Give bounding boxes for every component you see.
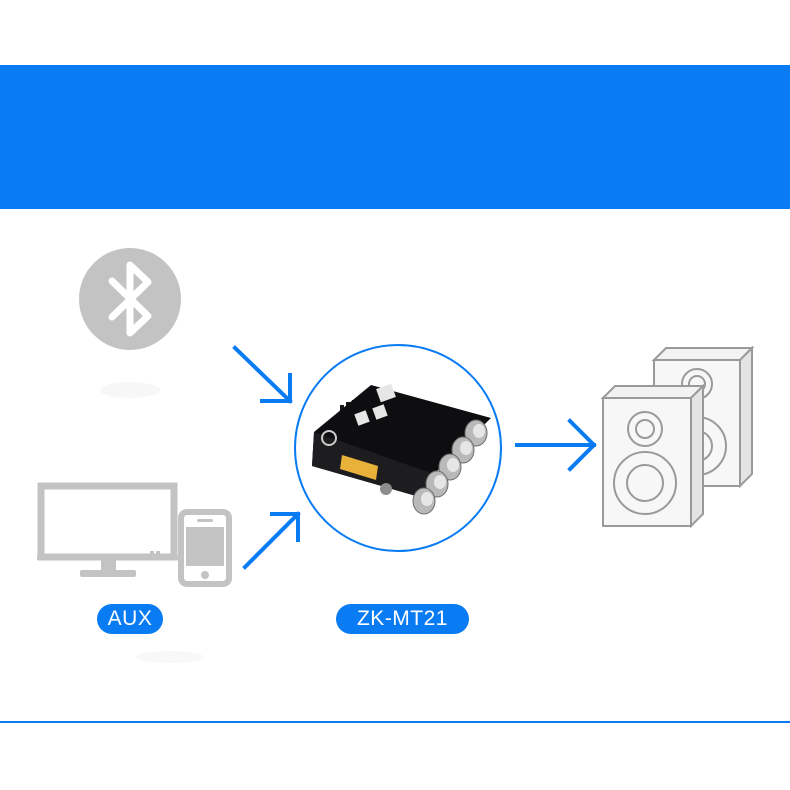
monitor-icon: [37, 482, 178, 577]
speakers-icon: [600, 345, 755, 529]
amplifier-board-image: [294, 344, 502, 552]
smartphone-icon: [178, 509, 232, 587]
bottom-divider: [0, 721, 790, 723]
arrow-icon: [232, 345, 597, 570]
aux-reflection: [136, 651, 204, 663]
top-banner: [0, 65, 790, 209]
model-label: ZK-MT21: [336, 604, 469, 634]
bluetooth-icon: [79, 248, 181, 350]
bluetooth-reflection: [100, 382, 160, 398]
aux-label: AUX: [97, 604, 163, 634]
